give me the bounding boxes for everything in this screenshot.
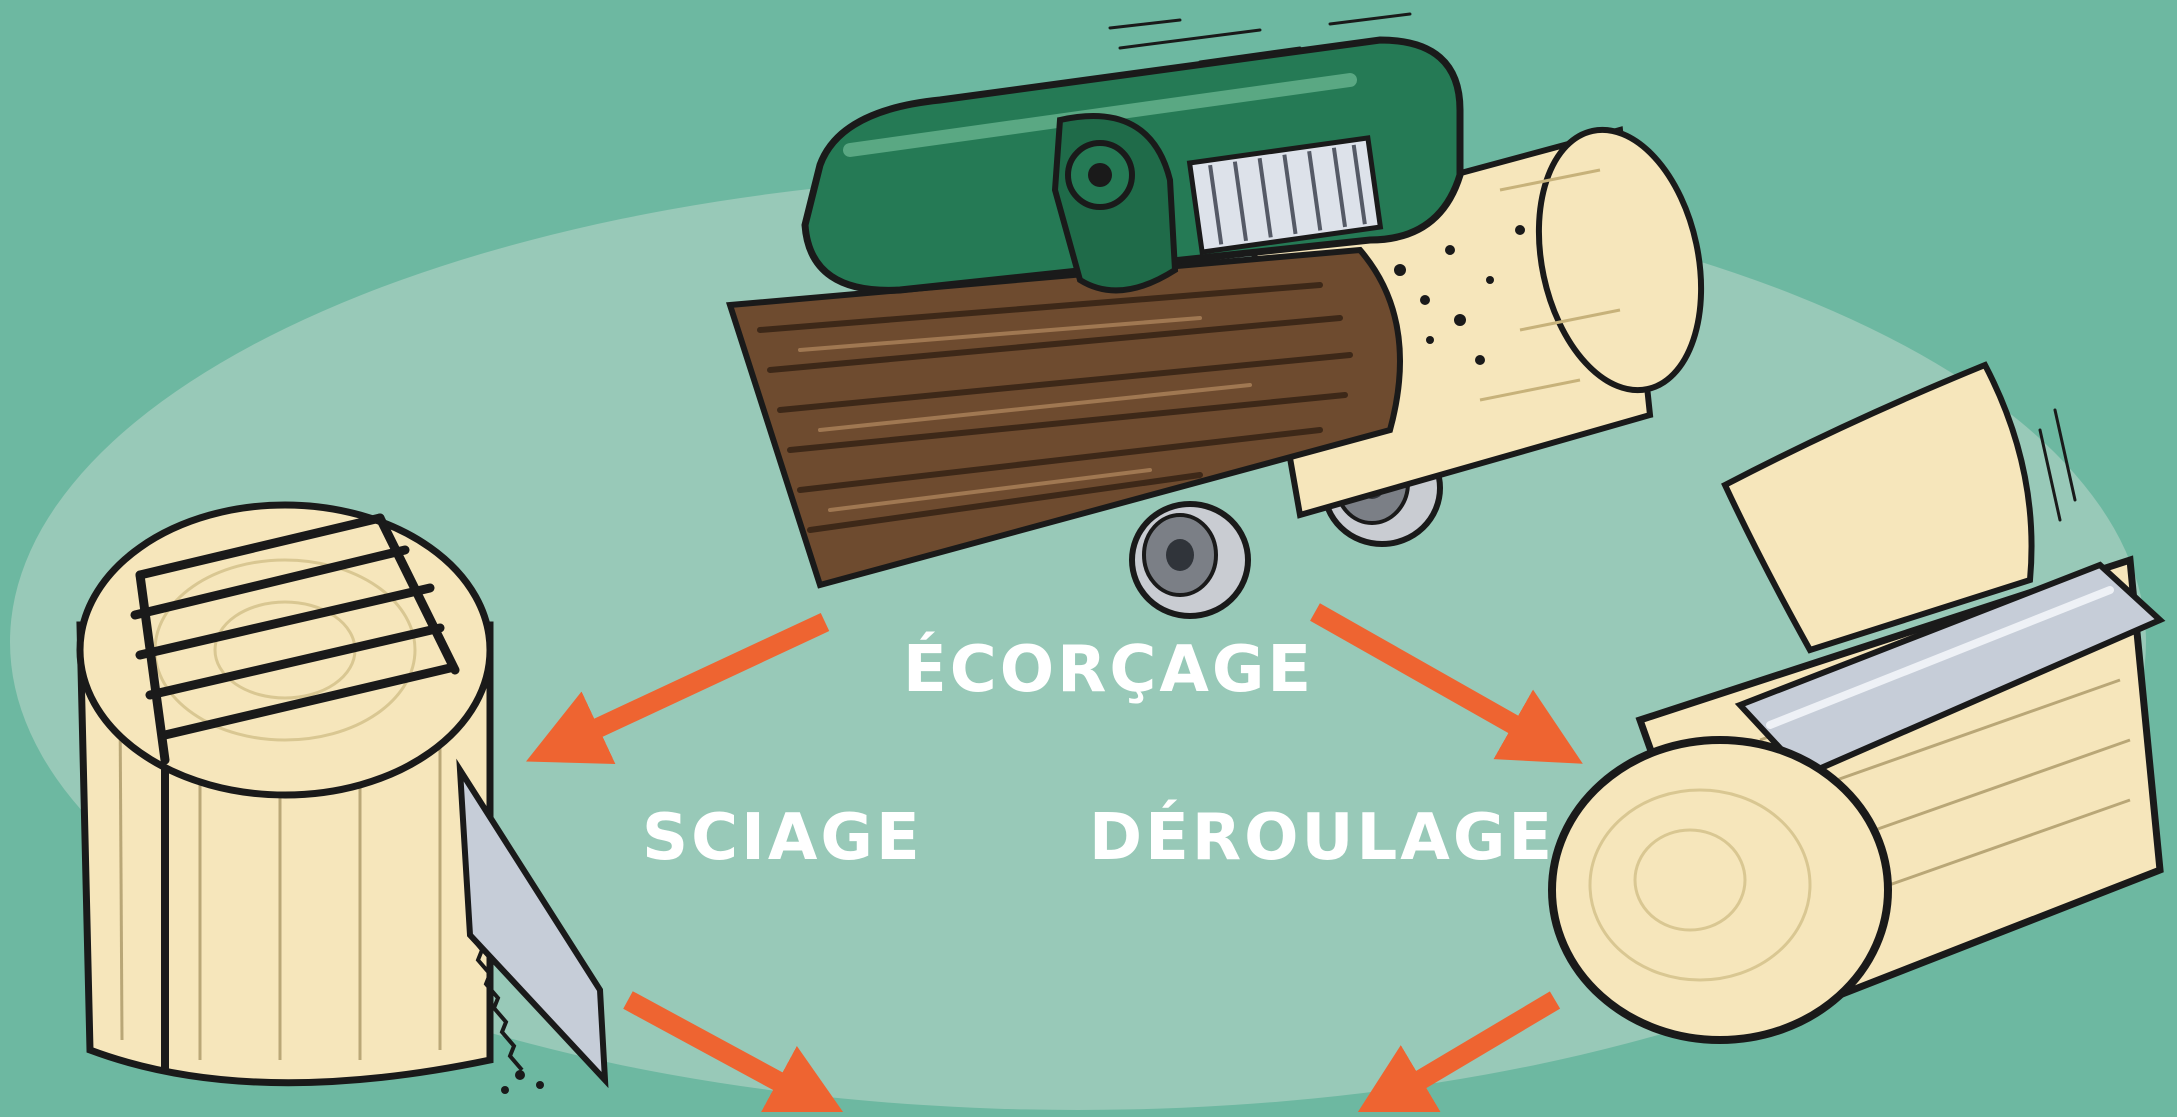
bark-log-section bbox=[725, 246, 1403, 589]
label-peeling: DÉROULAGE bbox=[1089, 801, 1556, 875]
arrow-to-sawing bbox=[526, 612, 830, 764]
arrow-to-peeling bbox=[1310, 603, 1583, 764]
process-arrows bbox=[526, 603, 1583, 1117]
saw-blade bbox=[456, 758, 609, 1089]
arrow-from-sawing bbox=[623, 991, 849, 1117]
veneer-sheet bbox=[1721, 361, 2035, 654]
debarking-machine bbox=[801, 36, 1464, 294]
sawing-illustration bbox=[76, 501, 609, 1094]
wheel-left bbox=[1129, 501, 1251, 619]
label-debarking: ÉCORÇAGE bbox=[903, 633, 1315, 707]
debarking-machine-illustration bbox=[725, 12, 1705, 619]
peeling-illustration bbox=[1548, 361, 2166, 1044]
label-sawing: SCIAGE bbox=[642, 801, 923, 875]
arrow-from-peeling bbox=[1352, 991, 1561, 1117]
